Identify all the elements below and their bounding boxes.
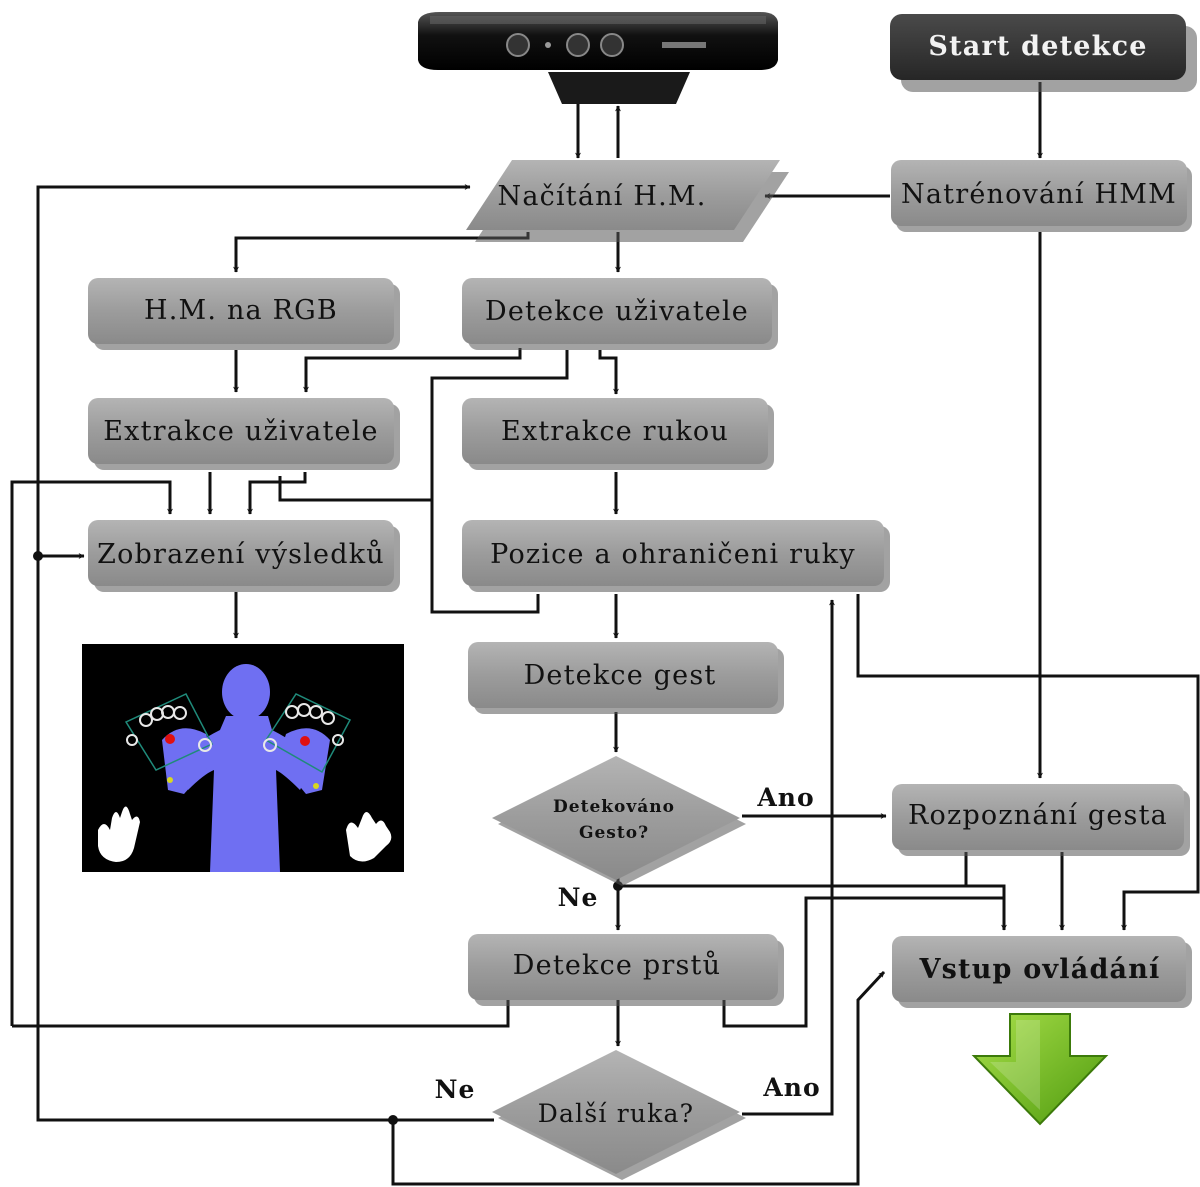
- depth-image-hands-preview: [82, 644, 404, 872]
- train-label: Natrénování HMM: [901, 179, 1177, 210]
- detect-fingers-node: Detekce prstů: [468, 934, 784, 1006]
- edge-label-gesture-yes: Ano: [756, 783, 814, 812]
- arrow-junction-to-control: [618, 884, 1007, 931]
- gesture-decision-node: Detekováno Gesto?: [492, 756, 746, 886]
- start-node: Start detekce: [890, 14, 1197, 92]
- kinect-sensor-icon: [418, 12, 778, 104]
- position-label: Pozice a ohraničeni ruky: [490, 539, 856, 570]
- recognize-node: Rozpoznání gesta: [892, 784, 1190, 856]
- extract-user-node: Extrakce uživatele: [88, 398, 400, 470]
- detect-gesture-label: Detekce gest: [524, 660, 717, 691]
- green-down-arrow-icon: [971, 1013, 1109, 1126]
- detect-fingers-label: Detekce prstů: [513, 949, 721, 981]
- control-input-node: Vstup ovládání: [892, 936, 1192, 1008]
- line-extract-user-route: [278, 476, 432, 502]
- start-label: Start detekce: [928, 31, 1147, 62]
- rgb-node: H.M. na RGB: [88, 278, 400, 350]
- line-fingers-to-control: [722, 896, 1004, 1028]
- load-label: Načítání H.M.: [498, 181, 707, 212]
- arrow-detect-user-to-extract-user: [303, 348, 522, 393]
- next-hand-decision-node: Další ruka?: [492, 1050, 746, 1180]
- arrow-detect-user-to-extract-hands: [598, 350, 619, 395]
- position-node: Pozice a ohraničeni ruky: [462, 520, 890, 592]
- display-node: Zobrazení výsledků: [88, 520, 400, 592]
- edge-label-hand-yes: Ano: [762, 1073, 820, 1102]
- line-detect-user-to-position: [430, 350, 569, 614]
- gesture-decision-line1: Detekováno: [553, 797, 675, 817]
- gesture-decision-line2: Gesto?: [579, 823, 649, 843]
- line-fingers-to-left-loop: [12, 1000, 510, 1028]
- arrow-loop-to-load: [36, 184, 471, 1122]
- rgb-label: H.M. na RGB: [144, 295, 338, 326]
- edge-label-gesture-no: Ne: [558, 883, 599, 912]
- load-node: Načítání H.M.: [466, 160, 789, 242]
- arrow-next-hand-yes-to-position: [742, 599, 835, 1116]
- control-input-label: Vstup ovládání: [918, 954, 1160, 985]
- arrow-fingers-to-display: [10, 480, 173, 1026]
- detect-user-node: Detekce uživatele: [462, 278, 778, 350]
- junction-dot: [33, 551, 43, 561]
- detect-gesture-node: Detekce gest: [468, 642, 784, 714]
- recognize-label: Rozpoznání gesta: [908, 800, 1168, 831]
- arrow-position-to-control: [856, 594, 1200, 931]
- extract-hands-label: Extrakce rukou: [501, 416, 729, 447]
- extract-hands-node: Extrakce rukou: [462, 398, 774, 470]
- edge-label-hand-no: Ne: [435, 1075, 476, 1104]
- arrow-extract-user-to-display-b: [247, 472, 307, 515]
- detect-user-label: Detekce uživatele: [485, 296, 749, 327]
- display-label: Zobrazení výsledků: [97, 538, 385, 570]
- arrow-bottom-to-control: [391, 970, 886, 1186]
- train-node: Natrénování HMM: [891, 160, 1192, 232]
- extract-user-label: Extrakce uživatele: [103, 416, 378, 447]
- next-hand-label: Další ruka?: [538, 1099, 694, 1128]
